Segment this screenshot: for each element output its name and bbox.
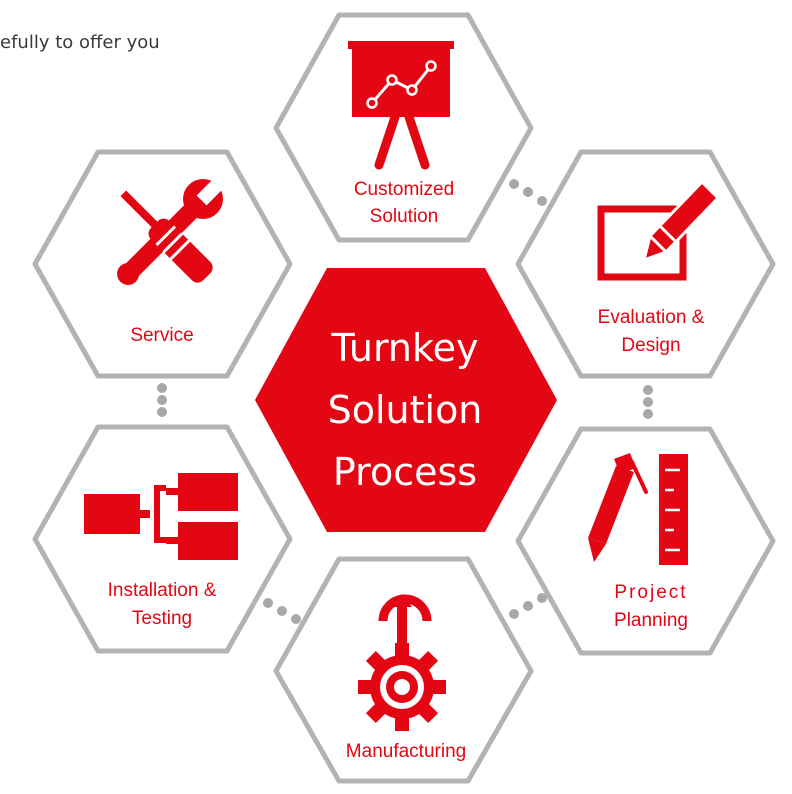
pencil-drawing-board-icon xyxy=(597,180,720,281)
step-label-service: Service xyxy=(130,325,193,346)
step-manufacturing: Manufacturing xyxy=(273,556,534,784)
step-label-evaluation-line-2: Design xyxy=(621,335,680,356)
center-title-line-1: Turnkey xyxy=(330,326,478,370)
intro-text: efully to offer you xyxy=(0,32,160,53)
wrench-screwdriver-icon xyxy=(117,175,227,285)
step-evaluation-design: Evaluation & Design xyxy=(515,149,776,379)
center-title-line-3: Process xyxy=(333,450,477,494)
step-label-evaluation-line-1: Evaluation & xyxy=(598,307,705,328)
step-label-installation-line-2: Testing xyxy=(132,608,192,629)
center-hexagon: Turnkey Solution Process xyxy=(255,268,557,532)
step-label-installation-line-1: Installation & xyxy=(108,580,217,601)
center-title-line-2: Solution xyxy=(328,388,483,432)
gear-arrow-icon xyxy=(358,594,446,731)
connector-planning-manufacturing xyxy=(509,593,547,619)
connector-manufacturing-installation xyxy=(263,598,301,624)
step-installation-testing: Installation & Testing xyxy=(32,424,293,654)
connector-installation-service xyxy=(157,383,167,417)
connector-evaluation-planning xyxy=(643,385,653,419)
step-service: Service xyxy=(32,149,293,379)
step-label-planning-line-1: Project xyxy=(614,582,687,603)
connector-customized-evaluation xyxy=(509,179,547,206)
step-label-customized-line-1: Customized xyxy=(354,179,454,200)
step-label-manufacturing: Manufacturing xyxy=(346,741,466,762)
step-label-planning-line-2: Planning xyxy=(614,610,688,631)
step-project-planning: Project Planning xyxy=(515,426,776,656)
presentation-chart-icon xyxy=(348,41,454,170)
step-label-customized-line-2: Solution xyxy=(370,206,439,227)
pen-ruler-icon xyxy=(588,453,688,565)
step-customized-solution: Customized Solution xyxy=(273,12,534,243)
connection-blocks-icon xyxy=(84,473,238,560)
